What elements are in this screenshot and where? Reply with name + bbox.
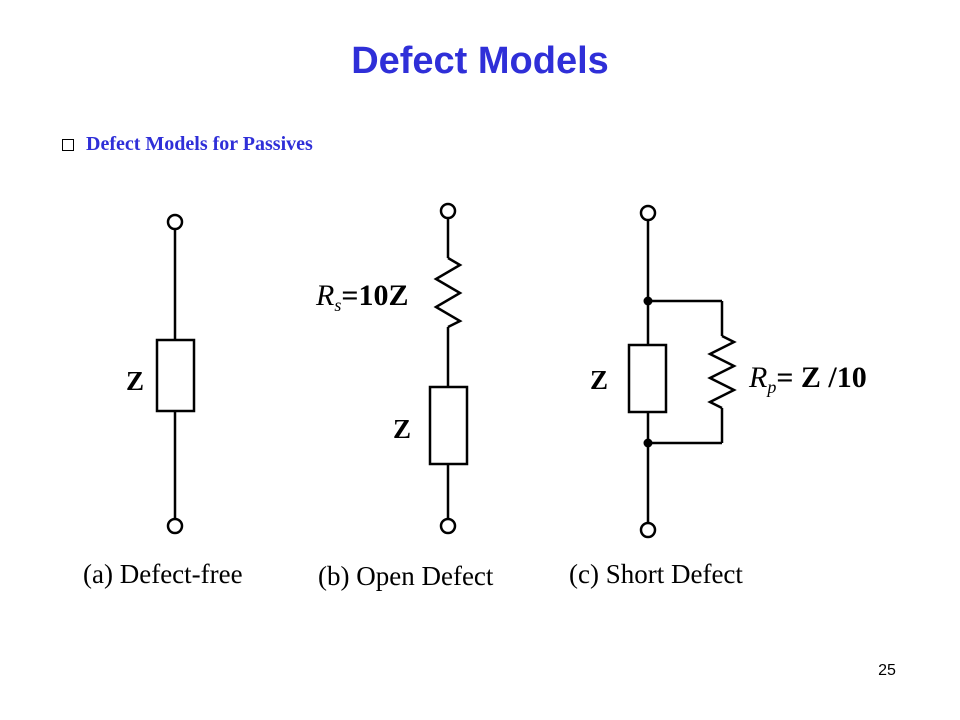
rs-value: =10Z (341, 279, 408, 312)
bullet-text: Defect Models for Passives (86, 133, 313, 155)
terminal-bottom-c (639, 521, 657, 539)
terminal-bottom-b (439, 517, 457, 535)
rs-sub: s (334, 295, 341, 315)
circuit-a-defect-free (155, 213, 196, 535)
impedance-box-c (627, 343, 668, 414)
resistor-label-rp: Rp= Z /10 (748, 361, 867, 397)
resistor-label-rs: Rs=10Z (315, 279, 408, 315)
junction-dot-bottom (643, 438, 653, 448)
page-number: 25 (878, 662, 896, 679)
impedance-box-a (155, 338, 196, 413)
checkbox-bullet-icon (62, 138, 74, 151)
caption-c: (c) Short Defect (569, 559, 743, 589)
caption-a: (a) Defect-free (83, 559, 243, 589)
slide-title: Defect Models (351, 40, 609, 82)
rp-value: = Z /10 (776, 361, 866, 394)
parallel-resistor-rp (707, 334, 737, 410)
rs-var: R (315, 279, 334, 312)
circuit-c-short-defect (627, 204, 737, 539)
circuit-b-open-defect (428, 202, 469, 535)
terminal-top-b (439, 202, 457, 220)
junction-dot-top (643, 296, 653, 306)
bullet-item: Defect Models for Passives (62, 133, 313, 156)
impedance-box-b (428, 385, 469, 466)
caption-b: (b) Open Defect (318, 561, 494, 591)
series-resistor-rs (433, 256, 463, 329)
impedance-label-b: Z (393, 414, 411, 444)
impedance-label-c: Z (590, 365, 608, 395)
terminal-bottom-a (166, 517, 184, 535)
impedance-label-a: Z (126, 366, 144, 396)
terminal-top-c (639, 204, 657, 222)
terminal-top-a (166, 213, 184, 231)
rp-sub: p (765, 377, 776, 397)
rp-var: R (748, 361, 767, 394)
